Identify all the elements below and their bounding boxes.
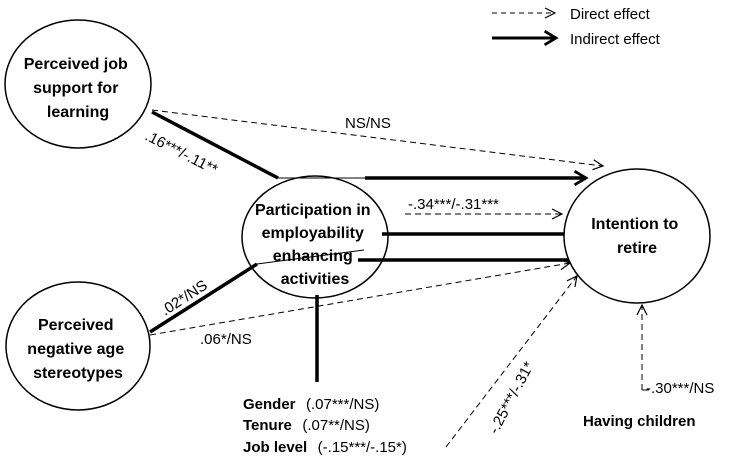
having-children-label: Having children <box>583 413 696 430</box>
node-intention-line-2: retire <box>617 240 657 257</box>
edge-stereotypes-participation <box>149 262 258 334</box>
control-tenure-label: Tenure <box>243 417 292 434</box>
node-age-stereotypes-oval <box>5 281 151 411</box>
edge-stereotypes-intention <box>149 263 570 336</box>
node-job-support-line-3: learning <box>47 104 109 121</box>
node-participation-oval <box>241 175 389 299</box>
control-gender-value: (.07***/NS) <box>306 396 379 413</box>
legend-indirect-label: Indirect effect <box>570 31 661 48</box>
node-participation-line-3: enhancing <box>273 248 353 265</box>
node-intention-line-1: Intention to <box>591 216 678 233</box>
label-support-participation: .16***/-.11** <box>142 127 220 178</box>
node-intention-label: Intention to retire <box>591 216 683 257</box>
control-gender: Gender (.07***/NS) <box>243 396 379 413</box>
label-stereotypes-intention: .06*/NS <box>200 331 252 348</box>
control-variables: Gender (.07***/NS) Tenure (.07**/NS) Job… <box>243 396 407 456</box>
label-participation-intention: -.34***/-.31*** <box>408 196 499 213</box>
label-children-intention: -.30***/NS <box>646 380 714 397</box>
control-tenure: Tenure (.07**/NS) <box>243 417 370 434</box>
label-support-intention: NS/NS <box>345 115 391 132</box>
label-joblevel-intention: -.25***/-.31* <box>486 359 538 437</box>
node-job-support-oval <box>4 19 152 149</box>
node-participation-line-4: activities <box>281 271 350 288</box>
node-age-stereotypes-line-1: Perceived <box>38 317 114 334</box>
node-participation: Participation in employability enhancing… <box>241 175 389 299</box>
node-job-support: Perceived job support for learning <box>4 19 152 149</box>
node-participation-line-1: Participation in <box>255 202 371 219</box>
node-age-stereotypes-line-2: negative age <box>27 341 124 358</box>
edge-support-participation <box>151 110 279 180</box>
node-intention: Intention to retire <box>563 168 711 304</box>
node-participation-line-2: employability <box>262 225 364 242</box>
node-participation-label: Participation in employability enhancing… <box>255 202 375 288</box>
edge-support-intention <box>151 109 603 166</box>
node-age-stereotypes-label: Perceived negative age stereotypes <box>27 317 128 382</box>
legend-direct-label: Direct effect <box>570 6 651 23</box>
control-joblevel: Job level (-.15***/-.15*) <box>243 439 407 456</box>
node-age-stereotypes-line-3: stereotypes <box>33 365 123 382</box>
edge-joblevel-intention <box>445 276 577 448</box>
legend: Direct effect Indirect effect <box>492 6 661 48</box>
control-joblevel-value: (-.15***/-.15*) <box>318 439 407 456</box>
edge-stereotypes-continuation <box>256 249 365 265</box>
node-job-support-label: Perceived job support for learning <box>24 56 133 121</box>
control-tenure-value: (.07**/NS) <box>302 417 370 434</box>
control-gender-label: Gender <box>243 396 296 413</box>
node-job-support-line-1: Perceived job <box>24 56 128 73</box>
control-joblevel-label: Job level <box>243 439 307 456</box>
node-job-support-line-2: support for <box>33 80 118 97</box>
node-age-stereotypes: Perceived negative age stereotypes <box>5 281 151 411</box>
node-intention-oval <box>563 168 711 304</box>
